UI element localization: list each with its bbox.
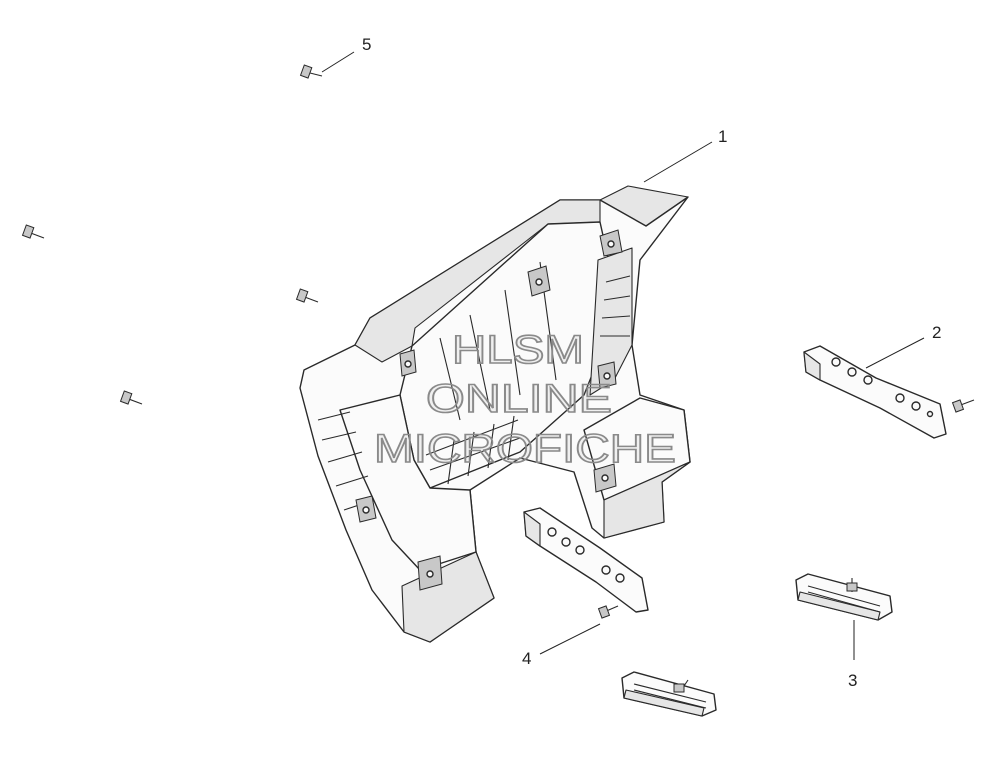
leader-line-2 bbox=[865, 337, 925, 369]
bolt-icon bbox=[295, 288, 319, 303]
bolt-icon bbox=[846, 578, 858, 592]
bolt-icon bbox=[299, 64, 323, 79]
watermark-line-2: ONLINE bbox=[426, 377, 612, 421]
callout-label-3: 3 bbox=[848, 671, 857, 690]
watermark: HLSM ONLINE MICROFICHE bbox=[373, 327, 677, 472]
bolt-icon bbox=[119, 390, 143, 405]
bolt-icon bbox=[21, 224, 45, 239]
part-3-clip-left bbox=[621, 671, 717, 717]
part-2-reinforcement-strap bbox=[803, 345, 947, 439]
bolt-icon bbox=[951, 399, 975, 413]
watermark-line-3: MICROFICHE bbox=[374, 427, 676, 471]
part-1-bumper-bracket bbox=[299, 185, 691, 643]
leader-line-4 bbox=[539, 623, 601, 655]
callout-label-1: 1 bbox=[718, 127, 727, 146]
leader-line-1 bbox=[643, 141, 713, 183]
callout-label-4: 4 bbox=[522, 649, 531, 668]
callout-label-5: 5 bbox=[362, 35, 371, 54]
part-4-lower-strap bbox=[523, 507, 649, 613]
bolt-icon bbox=[673, 679, 689, 693]
bolt-icon bbox=[597, 605, 619, 619]
leader-line-5 bbox=[321, 51, 355, 73]
watermark-line-1: HLSM bbox=[452, 328, 584, 372]
part-3-clip-right bbox=[795, 573, 893, 621]
callout-label-2: 2 bbox=[932, 323, 941, 342]
